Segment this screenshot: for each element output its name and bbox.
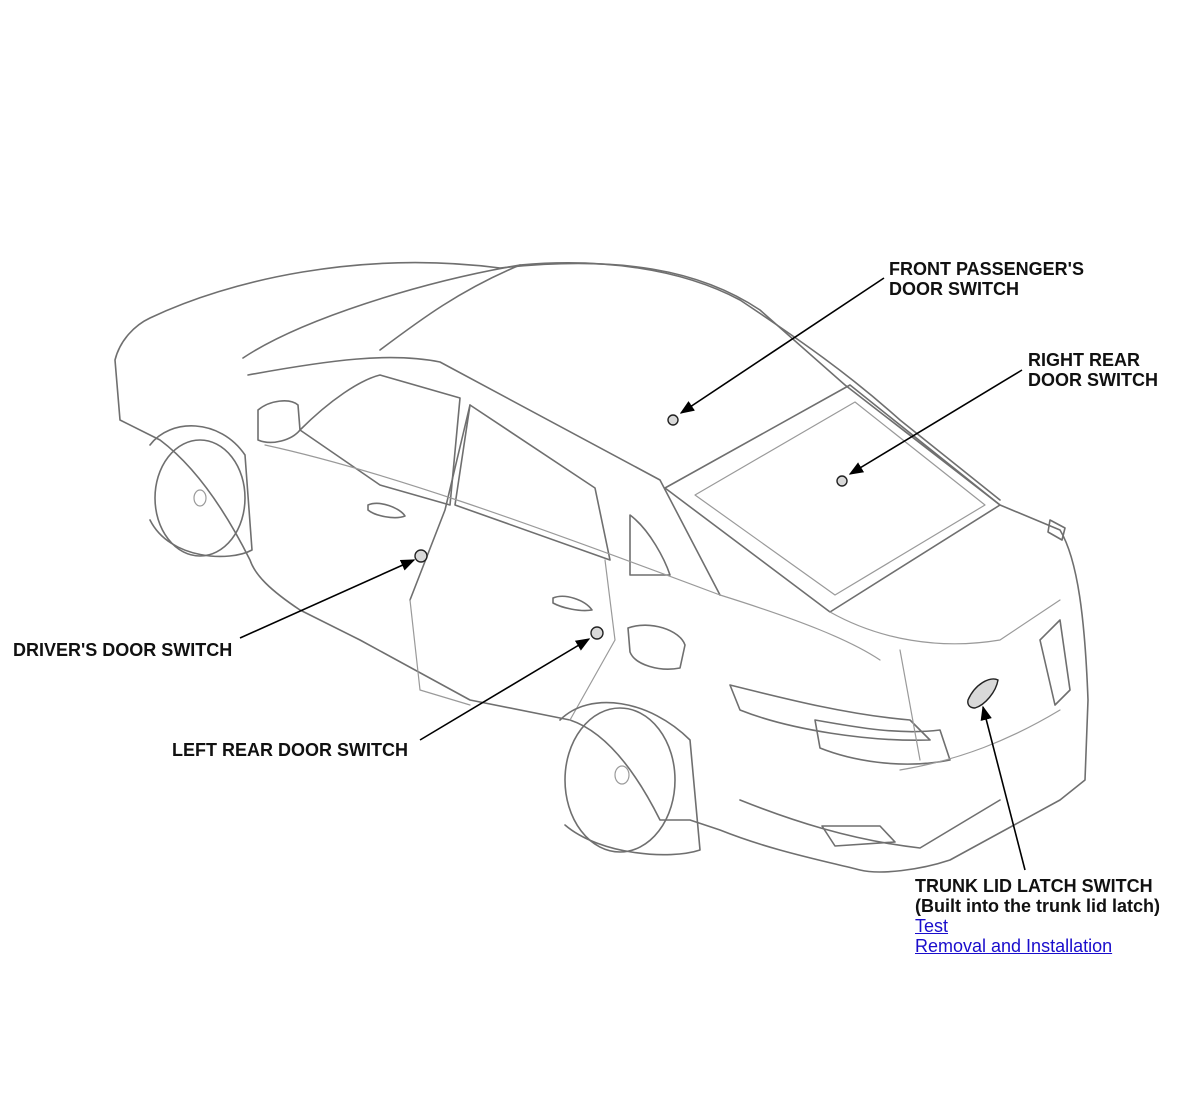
front-passenger-label-line-2: DOOR SWITCH [889,279,1019,299]
front-passenger-switch-marker [667,414,679,426]
drivers-label-text: DRIVER'S DOOR SWITCH [13,640,233,660]
drivers-door-switch-label: DRIVER'S DOOR SWITCH [13,640,232,660]
drivers-leader [239,559,416,639]
right-rear-label-line-1: RIGHT REAR [1028,350,1140,370]
front-passenger-door-switch-label: FRONT PASSENGER'S DOOR SWITCH [889,259,1084,299]
right-rear-switch-marker [836,475,848,487]
trunk-latch-switch-marker [967,678,999,709]
trunk-label-line-1: TRUNK LID LATCH SWITCH [915,876,1153,896]
trunk-label-line-2: (Built into the trunk lid latch) [915,896,1160,916]
car-outline [114,261,1089,873]
drivers-switch-marker [414,549,428,563]
left-rear-switch-marker [590,626,604,640]
left-rear-leader [419,638,591,741]
left-rear-door-switch-label: LEFT REAR DOOR SWITCH [172,740,408,760]
front-passenger-label-line-1: FRONT PASSENGER'S [889,259,1084,279]
trunk-leader [980,705,1026,871]
leader-lines [239,277,1026,871]
test-link[interactable]: Test [915,916,949,936]
front-passenger-leader [679,277,885,414]
trunk-lid-latch-switch-label: TRUNK LID LATCH SWITCH (Built into the t… [915,876,1160,956]
switch-markers [414,414,999,709]
removal-and-installation-link[interactable]: Removal and Installation [915,936,1113,956]
left-rear-label-text: LEFT REAR DOOR SWITCH [172,740,408,760]
right-rear-leader [848,369,1023,475]
right-rear-label-line-2: DOOR SWITCH [1028,370,1158,390]
right-rear-door-switch-label: RIGHT REAR DOOR SWITCH [1028,350,1158,390]
